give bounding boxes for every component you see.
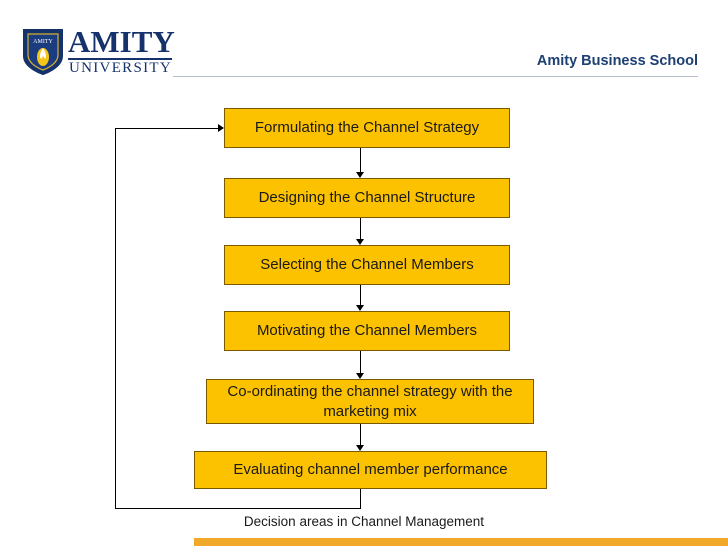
arrow-head-1-2-icon xyxy=(356,172,364,178)
logo-subtitle-text: UNIVERSITY xyxy=(69,60,172,76)
feedback-line-left xyxy=(115,128,116,509)
connector-3-4 xyxy=(360,285,361,305)
flow-step-1[interactable]: Formulating the Channel Strategy xyxy=(224,108,510,148)
shield-icon: AMITY xyxy=(23,29,63,76)
feedback-arrow-head-icon xyxy=(218,124,224,132)
connector-5-6 xyxy=(360,424,361,445)
flow-step-4[interactable]: Motivating the Channel Members xyxy=(224,311,510,351)
amity-university-logo: AMITY AMITY UNIVERSITY xyxy=(22,24,175,80)
feedback-line-bottom xyxy=(115,508,361,509)
flow-step-2[interactable]: Designing the Channel Structure xyxy=(224,178,510,218)
flow-step-6[interactable]: Evaluating channel member performance xyxy=(194,451,547,489)
feedback-line-top xyxy=(115,128,218,129)
logo-divider xyxy=(68,58,172,60)
arrow-head-5-6-icon xyxy=(356,445,364,451)
connector-1-2 xyxy=(360,148,361,172)
flow-step-3[interactable]: Selecting the Channel Members xyxy=(224,245,510,285)
header-divider xyxy=(173,76,698,77)
arrow-head-4-5-icon xyxy=(356,373,364,379)
page-title: Amity Business School xyxy=(536,53,698,69)
arrow-head-3-4-icon xyxy=(356,305,364,311)
connector-2-3 xyxy=(360,218,361,239)
diagram-caption: Decision areas in Channel Management xyxy=(243,514,485,529)
flow-step-5[interactable]: Co-ordinating the channel strategy with … xyxy=(206,379,534,424)
footer-accent-bar xyxy=(194,538,728,546)
logo-brand-text: AMITY xyxy=(68,24,175,59)
svg-text:AMITY: AMITY xyxy=(33,39,53,45)
feedback-line-down xyxy=(360,489,361,508)
connector-4-5 xyxy=(360,351,361,373)
arrow-head-2-3-icon xyxy=(356,239,364,245)
